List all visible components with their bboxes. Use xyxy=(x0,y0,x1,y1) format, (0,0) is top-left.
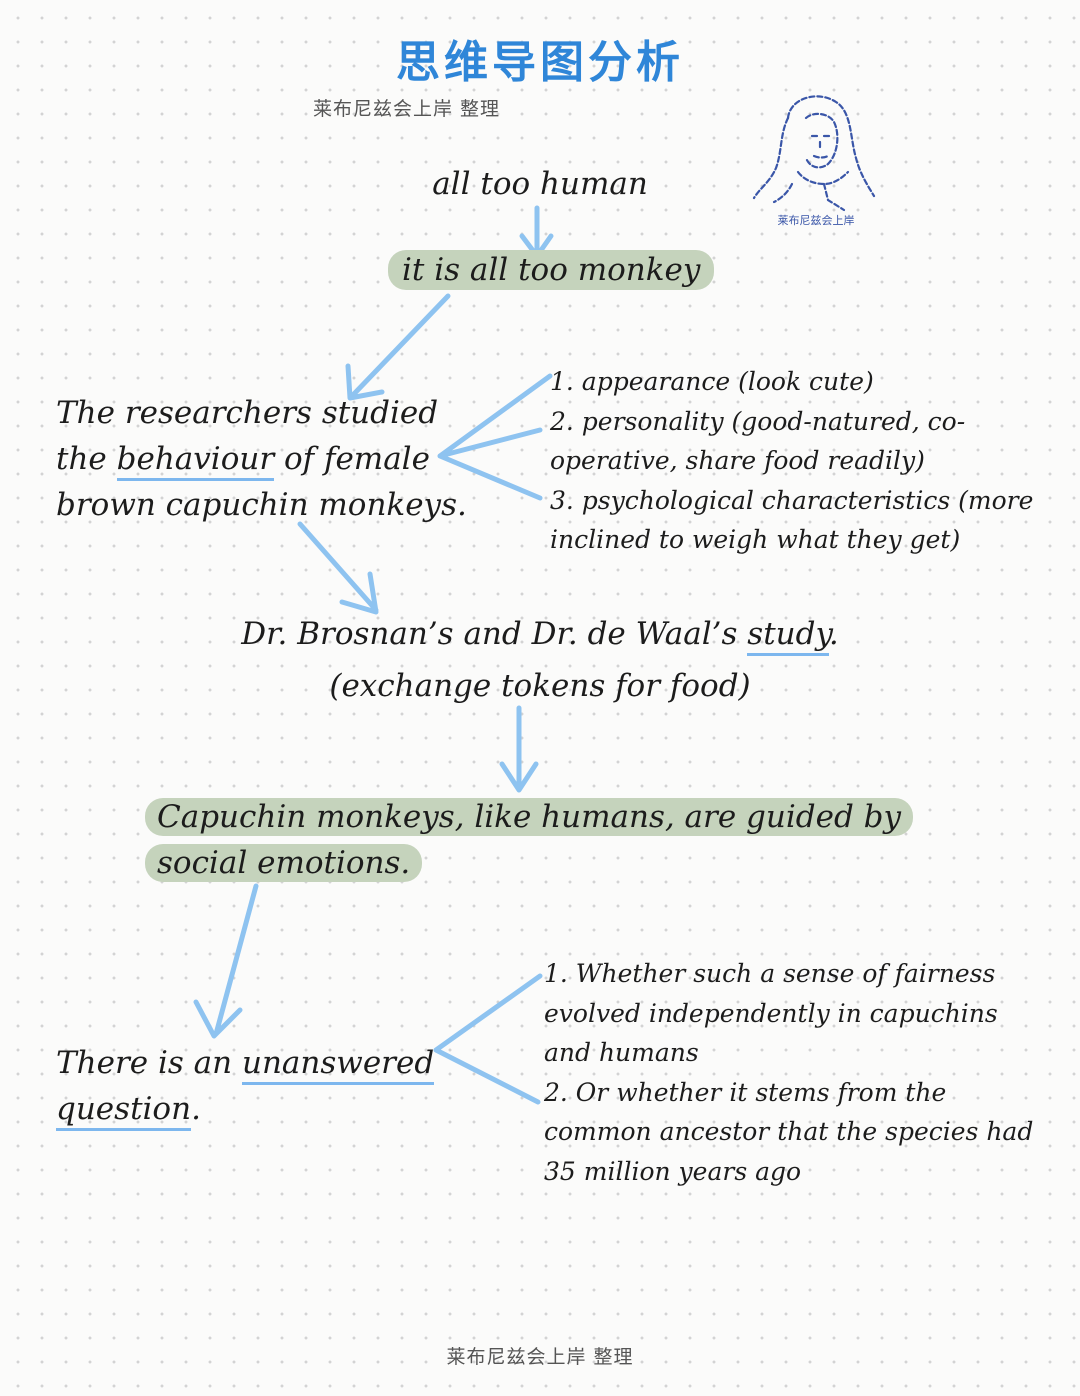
capuchin-text: Capuchin monkeys, like humans, are guide… xyxy=(145,798,914,882)
researchers-text-2: of female brown capuchin monkeys. xyxy=(56,441,467,523)
monkey-phrase-node: it is all too monkey xyxy=(388,250,715,290)
origin-item: 1. Whether such a sense of fairness evol… xyxy=(544,959,998,1067)
monkey-phrase-text: it is all too monkey xyxy=(388,250,715,290)
study-text-1: Dr. Brosnan’s and Dr. de Waal’s xyxy=(241,616,748,652)
page-title: 思维导图分析 xyxy=(396,37,684,88)
arrow-capuchin-to-question xyxy=(193,883,259,1039)
origin-item: 2. Or whether it stems from the common a… xyxy=(544,1077,1034,1186)
question-text-2: . xyxy=(191,1091,201,1127)
arrow-top-to-monkey xyxy=(519,205,554,259)
study-underlined: study xyxy=(747,616,829,656)
researchers-text-1: The researchers studied the xyxy=(56,395,439,477)
subtitle-credit: 莱布尼兹会上岸 整理 xyxy=(313,98,501,120)
traits-list: 1. appearance (look cute) 2. personality… xyxy=(550,362,1075,560)
portrait-sketch-icon: 莱布尼兹会上岸 xyxy=(752,95,876,227)
study-line-1: Dr. Brosnan’s and Dr. de Waal’s study. xyxy=(0,608,1080,660)
researchers-node: The researchers studied the behaviour of… xyxy=(56,390,476,528)
branch-traits xyxy=(437,373,553,501)
study-node: Dr. Brosnan’s and Dr. de Waal’s study. (… xyxy=(0,608,1080,712)
trait-item: 2. personality (good-natured, co-operati… xyxy=(550,406,966,476)
study-line-2: (exchange tokens for food) xyxy=(329,668,751,704)
footer-credit: 莱布尼兹会上岸 整理 xyxy=(446,1346,634,1368)
branch-origins xyxy=(433,973,543,1105)
arrow-researchers-to-study xyxy=(297,521,379,615)
question-underlined: unanswered question xyxy=(56,1045,435,1131)
arrow-monkey-to-researchers xyxy=(345,293,451,401)
question-node: There is an unanswered question. xyxy=(56,1040,456,1132)
trait-item: 3. psychological characteristics (more i… xyxy=(550,485,1034,555)
logo-caption: 莱布尼兹会上岸 xyxy=(778,214,855,227)
arrow-study-to-capuchin xyxy=(499,705,539,793)
question-text-1: There is an xyxy=(56,1045,242,1081)
researchers-underlined: behaviour xyxy=(116,441,275,481)
top-phrase: all too human xyxy=(432,166,648,202)
trait-item: 1. appearance (look cute) xyxy=(550,367,874,396)
capuchin-node: Capuchin monkeys, like humans, are guide… xyxy=(145,794,945,886)
study-text-2: . xyxy=(828,616,839,652)
origins-list: 1. Whether such a sense of fairness evol… xyxy=(544,954,1034,1191)
